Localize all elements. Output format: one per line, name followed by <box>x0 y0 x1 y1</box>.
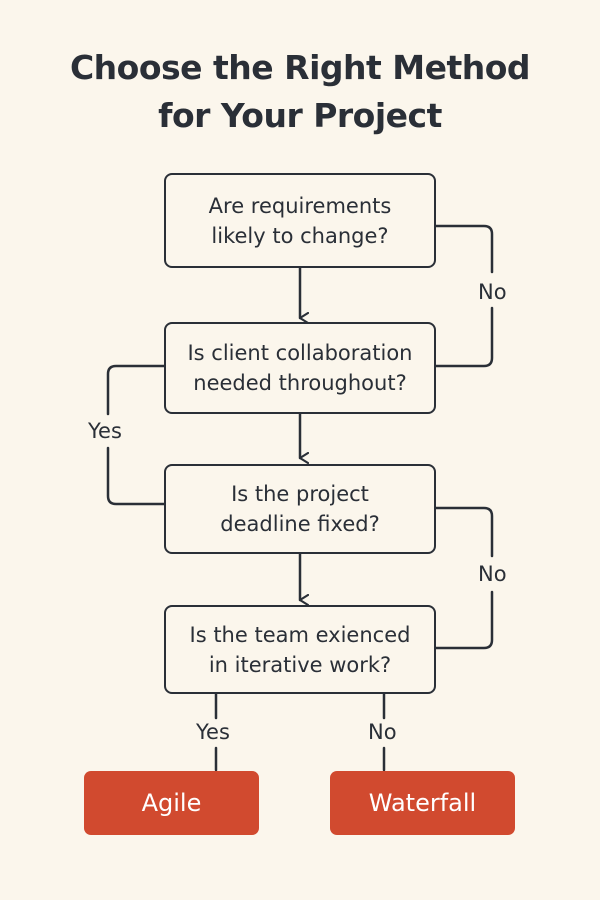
question-requirements-change-line-1: Are requirements <box>208 193 392 218</box>
outcome-waterfall: Waterfall <box>330 771 515 835</box>
edge-label-q2-yes: Yes <box>88 419 122 443</box>
question-requirements-change-line-2: likely to change? <box>211 223 389 248</box>
question-client-collaboration-line-2: needed throughout? <box>193 371 407 395</box>
question-deadline-fixed: Is the project deadline fixed? <box>164 464 436 554</box>
connector-q3-no-lower <box>434 590 494 650</box>
connector-q2-yes-lower <box>106 446 166 506</box>
connector-q1-no <box>434 224 494 274</box>
connector-q1-no-lower <box>434 306 494 368</box>
outcome-agile: Agile <box>84 771 259 835</box>
question-team-experienced: Is the team exienced in iterative work? <box>164 605 436 694</box>
question-requirements-change: Are requirements likely to change? <box>164 173 436 268</box>
question-team-experienced-line-1: Is the team exienced <box>189 622 411 647</box>
question-client-collaboration-line-1: Is client collaboration <box>187 341 413 365</box>
question-deadline-fixed-line-1: Is the project <box>231 482 369 506</box>
connector-q3-no <box>434 506 494 558</box>
question-team-experienced-line-2: in iterative work? <box>208 652 392 677</box>
edge-label-q4-yes: Yes <box>196 720 230 744</box>
connector-q2-yes <box>106 364 166 416</box>
edge-label-q4-no: No <box>368 720 397 744</box>
page-title-line-2: for Your Project <box>158 96 442 135</box>
page-title-line-1: Choose the Right Method <box>69 48 531 87</box>
edge-label-q1-no: No <box>478 280 507 304</box>
edge-label-q3-no: No <box>478 562 507 586</box>
question-client-collaboration: Is client collaboration needed throughou… <box>164 322 436 414</box>
question-deadline-fixed-line-2: deadline fixed? <box>220 512 380 536</box>
